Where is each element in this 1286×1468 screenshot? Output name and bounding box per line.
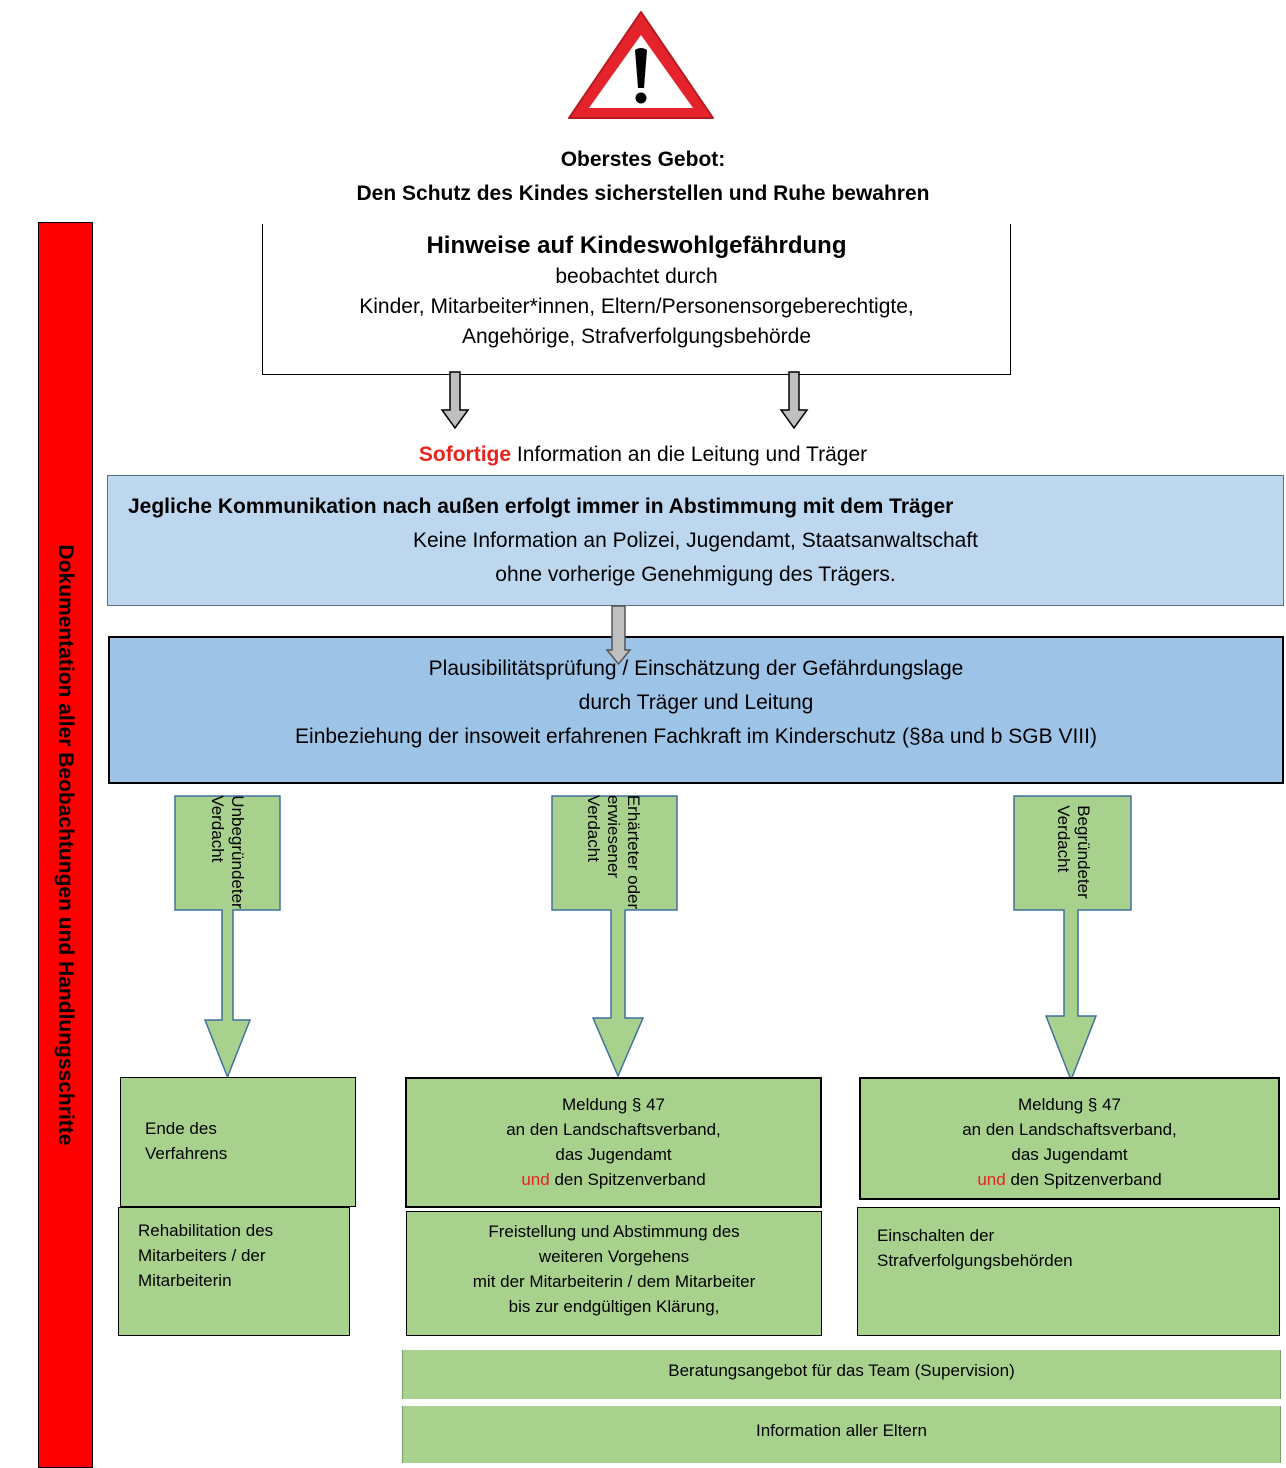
meldung-box-middle: Meldung § 47 an den Landschaftsverband, … — [405, 1077, 822, 1208]
grey-arrow-right — [779, 371, 809, 430]
strafverfolgung-box: Einschalten der Strafverfolgungsbehörden — [857, 1207, 1280, 1336]
branch-label-begruendet: Begründeter Verdacht — [1054, 805, 1093, 899]
documentation-side-bar — [38, 222, 93, 1468]
plausibilitaet-box: Plausibilitätsprüfung / Einschätzung der… — [108, 636, 1284, 784]
kommunikation-line3: ohne vorherige Genehmigung des Trägers. — [495, 563, 896, 586]
rehabilitation-box: Rehabilitation des Mitarbeiters / der Mi… — [118, 1207, 350, 1336]
hinweise-line2: Kinder, Mitarbeiter*innen, Eltern/Person… — [359, 295, 914, 318]
plausi-line1: Plausibilitätsprüfung / Einschätzung der… — [428, 657, 964, 680]
meldung-box-right: Meldung § 47 an den Landschaftsverband, … — [859, 1077, 1280, 1200]
hinweise-line3: Angehörige, Strafverfolgungsbehörde — [461, 325, 812, 348]
freistellung-box: Freistellung und Abstimmung des weiteren… — [406, 1211, 822, 1336]
headline-schutz: Den Schutz des Kindes sicherstellen und … — [356, 182, 930, 205]
hinweise-title: Hinweise auf Kindeswohlgefährdung — [426, 232, 847, 259]
branch-arrow-middle — [551, 795, 678, 1078]
branch-label-unbegruendet: Unbegründeter Verdacht — [208, 795, 247, 909]
eltern-info-box: Information aller Eltern — [402, 1406, 1281, 1463]
plausi-line3: Einbeziehung der insoweit erfahrenen Fac… — [295, 725, 1097, 748]
branch-arrow-right — [1013, 795, 1132, 1083]
sofortige-emphasis: Sofortige — [418, 443, 512, 466]
beratung-box: Beratungsangebot für das Team (Supervisi… — [402, 1350, 1281, 1399]
kommunikation-line1: Jegliche Kommunikation nach außen erfolg… — [128, 495, 954, 518]
grey-arrow-center — [605, 605, 632, 666]
ende-verfahren-box: Ende des Verfahrens — [120, 1077, 356, 1207]
branch-arrow-left — [174, 795, 281, 1080]
kommunikation-box: Jegliche Kommunikation nach außen erfolg… — [107, 475, 1284, 606]
warning-sign-icon — [568, 11, 714, 119]
grey-arrow-left — [440, 371, 470, 430]
und-highlight: und — [977, 1170, 1006, 1189]
headline-oberstes-gebot: Oberstes Gebot: — [560, 148, 726, 171]
kommunikation-line2: Keine Information an Polizei, Jugendamt,… — [413, 529, 978, 552]
branch-label-erhaertet: Erhärteter oder erwiesener Verdacht — [584, 794, 643, 910]
sofortige-rest: Information an die Leitung und Träger — [516, 443, 868, 466]
sofortige-information: Sofortige Information an die Leitung und… — [0, 443, 1286, 467]
und-highlight: und — [521, 1170, 550, 1189]
plausi-line2: durch Träger und Leitung — [578, 691, 814, 714]
hinweise-line1: beobachtet durch — [555, 265, 718, 288]
hinweise-box: Hinweise auf Kindeswohlgefährdung beobac… — [262, 224, 1011, 375]
